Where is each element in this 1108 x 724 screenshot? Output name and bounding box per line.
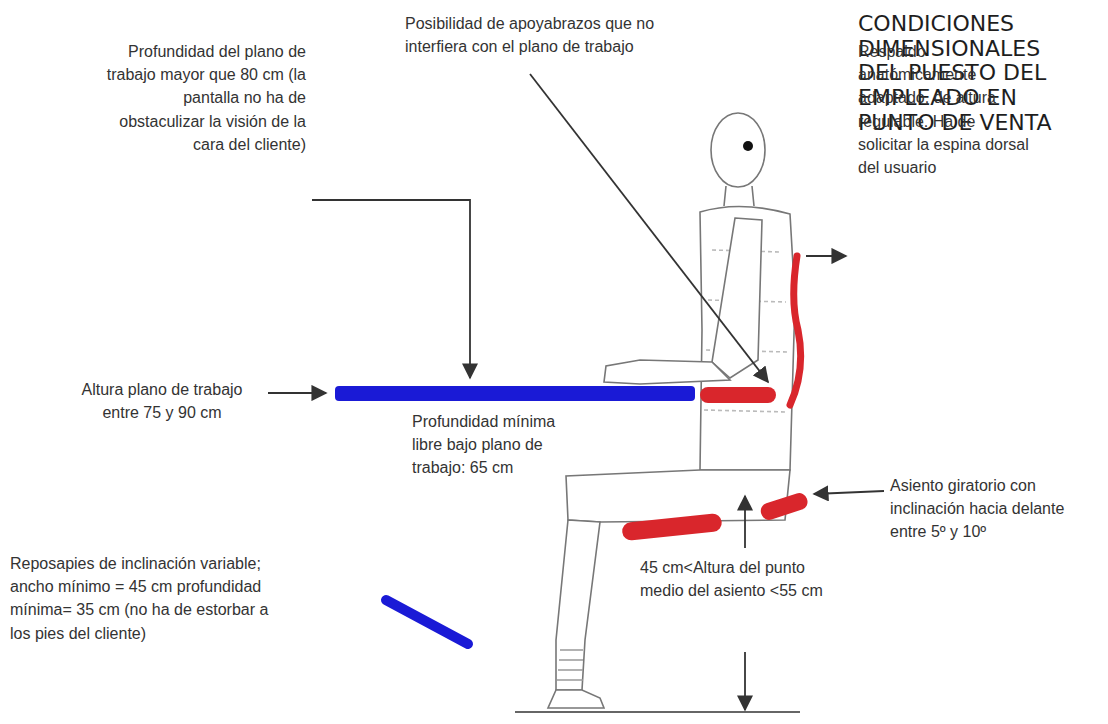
seated-figure	[548, 113, 795, 708]
footrest	[386, 600, 468, 644]
seat-back-edge	[759, 491, 810, 522]
leader-lines	[268, 74, 884, 710]
callout-label: Asiento giratorio con inclinación hacia …	[890, 474, 1070, 544]
callout-label: Reposapies de inclinación variable; anch…	[10, 552, 278, 645]
floor-line	[515, 711, 800, 713]
eye	[743, 141, 753, 151]
backrest	[790, 256, 801, 405]
callout-label: Profundidad mínima libre bajo plano de t…	[412, 410, 560, 480]
callout-label: Profundidad del plano de trabajo mayor q…	[100, 40, 306, 156]
armrest	[700, 387, 776, 403]
work-surface	[335, 386, 695, 401]
callout-label: Respaldo anatómicamente adaptado, de alt…	[858, 40, 1030, 179]
callout-label: Altura plano de trabajo entre 75 y 90 cm	[62, 378, 262, 424]
callout-label: Posibilidad de apoyabrazos que no interf…	[405, 12, 655, 58]
seat-cushion	[621, 513, 722, 541]
callout-label: 45 cm<Altura del punto medio del asiento…	[640, 556, 830, 602]
